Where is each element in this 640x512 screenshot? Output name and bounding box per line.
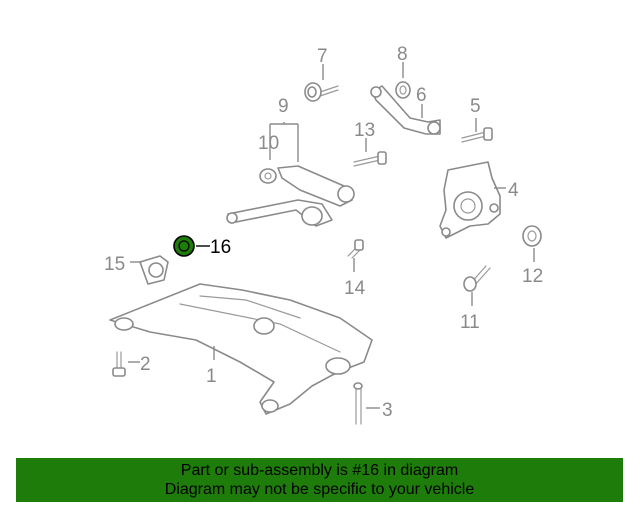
part-14-bolt[interactable] bbox=[347, 239, 364, 259]
info-banner: Part or sub-assembly is #16 in diagram D… bbox=[16, 458, 623, 502]
callout-1[interactable]: 1 bbox=[206, 366, 217, 387]
callout-7[interactable]: 7 bbox=[317, 46, 328, 67]
callout-3[interactable]: 3 bbox=[382, 400, 393, 421]
part-6-upper-arm[interactable] bbox=[370, 85, 441, 135]
callout-2[interactable]: 2 bbox=[140, 354, 151, 375]
part-1-subframe[interactable] bbox=[109, 283, 373, 415]
part-7-bolt[interactable] bbox=[304, 82, 339, 102]
callout-9[interactable]: 9 bbox=[278, 96, 289, 117]
part-9-lower-arm[interactable] bbox=[226, 165, 355, 227]
parts-diagram: 7 8 6 5 9 10 13 bbox=[104, 44, 543, 425]
part-15-mount[interactable] bbox=[139, 255, 169, 285]
callout-6[interactable]: 6 bbox=[416, 85, 427, 106]
part-3-stud[interactable] bbox=[353, 382, 363, 425]
callout-13[interactable]: 13 bbox=[354, 120, 375, 141]
part-11-bolt[interactable] bbox=[463, 265, 491, 292]
part-2-bolt[interactable] bbox=[112, 351, 126, 377]
part-8-bushing[interactable] bbox=[395, 81, 411, 99]
part-5-bolt[interactable] bbox=[461, 127, 493, 143]
callout-15[interactable]: 15 bbox=[104, 254, 125, 275]
banner-line-2: Diagram may not be specific to your vehi… bbox=[164, 481, 475, 498]
banner-line-1: Part or sub-assembly is #16 in diagram bbox=[180, 462, 459, 479]
callout-11[interactable]: 11 bbox=[460, 312, 480, 333]
part-16-bushing[interactable] bbox=[173, 235, 195, 257]
callout-8[interactable]: 8 bbox=[397, 44, 408, 65]
callout-4[interactable]: 4 bbox=[508, 180, 519, 201]
callout-10[interactable]: 10 bbox=[258, 133, 279, 154]
part-13-bolt[interactable] bbox=[353, 151, 387, 167]
callout-5[interactable]: 5 bbox=[470, 96, 481, 117]
part-12-bushing[interactable] bbox=[522, 225, 542, 247]
callout-12[interactable]: 12 bbox=[522, 266, 543, 287]
part-4-knuckle[interactable] bbox=[439, 161, 501, 239]
callout-16[interactable]: 16 bbox=[210, 237, 231, 258]
part-10-bushing[interactable] bbox=[259, 168, 277, 184]
callout-14[interactable]: 14 bbox=[344, 278, 366, 299]
